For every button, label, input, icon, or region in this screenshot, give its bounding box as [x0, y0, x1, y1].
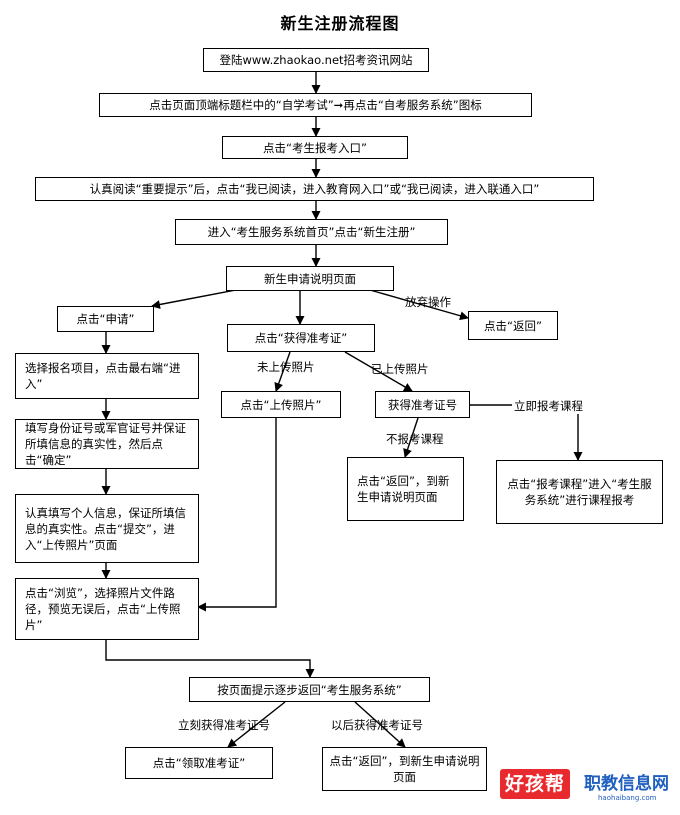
step-obtain-ticket-number: 获得准考证号 [375, 391, 470, 418]
step-text: 点击“申请” [76, 312, 135, 326]
step-click-return: 点击“返回” [468, 311, 558, 340]
step-text: 填写身份证号或军官证号并保证所填信息的真实性，然后点击“确定” [25, 421, 186, 467]
edge-label-not-uploaded: 未上传照片 [257, 360, 315, 374]
step-enroll-course: 点击“报考课程”进入“考生服务系统”进行课程报考 [496, 460, 663, 524]
step-text: 点击“返回”，到新生申请说明页面 [357, 474, 450, 504]
step-text: 点击“返回”，到新生申请说明页面 [329, 754, 480, 784]
step-text: 点击“报考课程”进入“考生服务系统”进行课程报考 [507, 477, 652, 507]
step-click-self-exam: 点击页面顶端标题栏中的“自学考试”➞再点击“自考服务系统”图标 [99, 93, 532, 117]
step-text: 点击“浏览”，选择照片文件路径，预览无误后，点击“上传照片” [25, 586, 181, 632]
step-text: 点击“获得准考证” [254, 331, 348, 345]
step-text: 认真填写个人信息，保证所填信息的真实性。点击“提交”，进入“上传照片”页面 [25, 505, 186, 552]
step-text: 进入“考生服务系统首页”点击“新生注册” [207, 225, 416, 239]
step-text: 获得准考证号 [388, 397, 457, 412]
step-upload-photo: 点击“上传照片” [221, 391, 341, 418]
watermark-url: haohaibang.com [598, 794, 657, 802]
step-login-website: 登陆www.zhaokao.net招考资讯网站 [203, 48, 429, 72]
edge-label-get-now: 立刻获得准考证号 [178, 718, 270, 732]
step-read-notice: 认真阅读“重要提示”后，点击“我已阅读，进入教育网入口”或“我已阅读，进入联通入… [35, 177, 594, 201]
step-click-apply: 点击“申请” [57, 306, 154, 332]
step-collect-ticket: 点击“领取准考证” [125, 747, 273, 779]
edge-label-uploaded: 已上传照片 [371, 362, 429, 376]
step-text: 点击“考生报考入口” [263, 140, 367, 155]
step-application-page: 新生申请说明页面 [226, 266, 394, 291]
step-text: 点击页面顶端标题栏中的“自学考试”➞再点击“自考服务系统”图标 [149, 98, 482, 112]
step-fill-id-number: 填写身份证号或军官证号并保证所填信息的真实性，然后点击“确定” [15, 419, 199, 469]
step-candidate-entry: 点击“考生报考入口” [222, 136, 408, 159]
step-text: 登陆www.zhaokao.net招考资讯网站 [219, 53, 413, 67]
step-text: 点击“领取准考证” [152, 756, 246, 770]
step-fill-personal-info: 认真填写个人信息，保证所填信息的真实性。点击“提交”，进入“上传照片”页面 [15, 494, 199, 563]
site-watermark-logo: 好孩帮 职教信息网 haohaibang.com [500, 769, 675, 807]
page-title: 新生注册流程图 [280, 14, 400, 33]
step-new-registration: 进入“考生服务系统首页”点击“新生注册” [175, 219, 448, 245]
step-get-admission-ticket: 点击“获得准考证” [227, 324, 375, 352]
step-choose-item: 选择报名项目，点击最右端“进入” [15, 353, 199, 399]
step-text: 点击“返回” [484, 318, 542, 333]
watermark-brand: 好孩帮 [500, 769, 571, 799]
step-text: 认真阅读“重要提示”后，点击“我已阅读，进入教育网入口”或“我已阅读，进入联通入… [89, 182, 540, 196]
step-text: 点击“上传照片” [240, 397, 322, 412]
step-text: 按页面提示逐步返回“考生服务系统” [217, 682, 402, 697]
step-back-later: 点击“返回”，到新生申请说明页面 [322, 747, 487, 791]
edge-label-enroll-now: 立即报考课程 [512, 398, 585, 414]
step-return-service-system: 按页面提示逐步返回“考生服务系统” [189, 677, 430, 702]
step-back-to-application: 点击“返回”，到新生申请说明页面 [347, 457, 464, 521]
edge-label-give-up: 放弃操作 [405, 295, 451, 309]
edge-label-get-later: 以后获得准考证号 [331, 718, 423, 732]
step-text: 新生申请说明页面 [264, 271, 356, 286]
step-text: 选择报名项目，点击最右端“进入” [25, 361, 181, 391]
edge-label-no-enroll: 不报考课程 [386, 432, 444, 446]
watermark-site: 职教信息网 [584, 774, 669, 794]
step-browse-photo: 点击“浏览”，选择照片文件路径，预览无误后，点击“上传照片” [15, 578, 199, 640]
